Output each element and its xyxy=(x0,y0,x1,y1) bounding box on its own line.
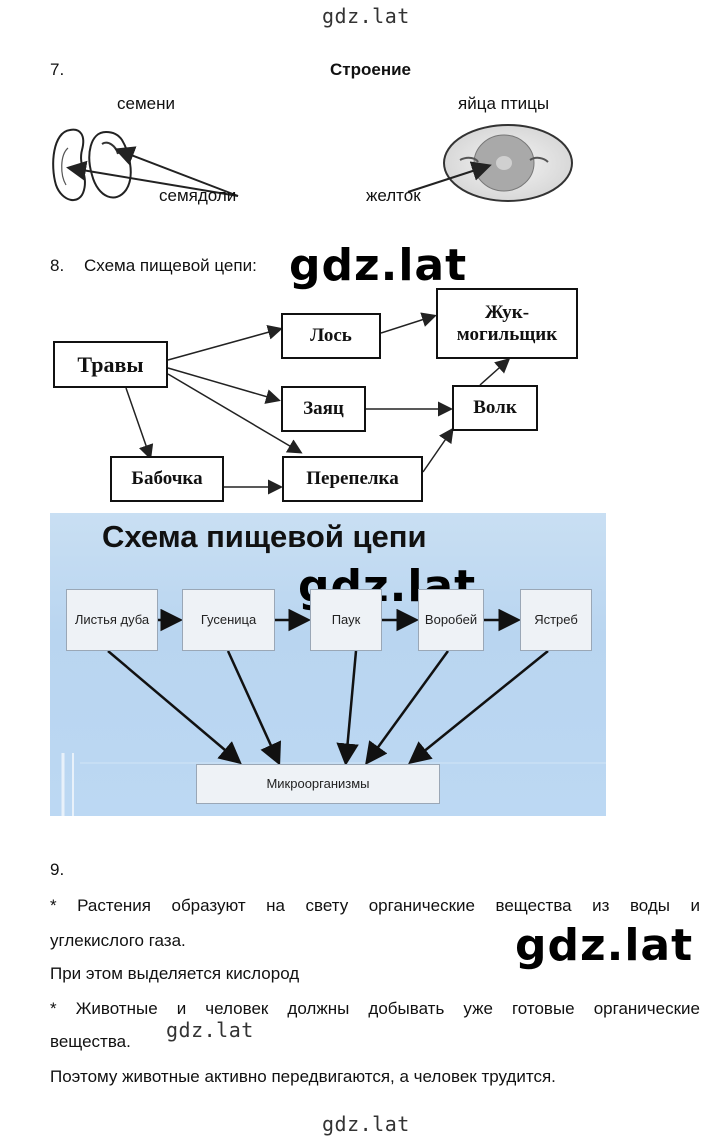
task8-heading: Схема пищевой цепи: xyxy=(84,256,257,275)
box-micro: Микроорганизмы xyxy=(196,764,440,804)
box-babochka: Бабочка xyxy=(110,456,224,502)
box-los: Лось xyxy=(281,313,381,359)
task9-line5: вещества. xyxy=(50,1032,131,1051)
box-volk: Волк xyxy=(452,385,538,431)
task8-number: 8. xyxy=(50,256,65,275)
cotyledons-label: семядоли xyxy=(159,186,237,205)
box-caterpillar: Гусеница xyxy=(182,589,275,651)
box-zhuk: Жук- могильщик xyxy=(436,288,578,359)
watermark-text-small: gdz.lat xyxy=(166,1018,254,1042)
food-chain-2-panel: Схема пищевой цепи gdz.lat Листья дуба Г… xyxy=(50,513,606,816)
box-sparrow: Воробей xyxy=(418,589,484,651)
watermark-bottom: gdz.lat xyxy=(322,1112,410,1136)
seed-label: семени xyxy=(117,94,175,113)
watermark-chain: gdz.lat xyxy=(289,240,468,291)
task9-line6: Поэтому животные активно передвигаются, … xyxy=(50,1067,556,1086)
box-travy: Травы xyxy=(53,341,168,388)
task9-line2: углекислого газа. xyxy=(50,931,186,950)
watermark-top: gdz.lat xyxy=(322,4,410,28)
egg-label: яйца птицы xyxy=(458,94,550,113)
box-hawk: Ястреб xyxy=(520,589,592,651)
food-chain-1-arrows xyxy=(125,312,511,495)
task9-number: 9. xyxy=(50,860,65,879)
box-spider: Паук xyxy=(310,589,382,651)
yolk-label: желток xyxy=(366,186,421,205)
box-leaves: Листья дуба xyxy=(66,589,158,651)
task7-title: Строение xyxy=(330,60,411,79)
food-chain-2-arrows xyxy=(61,608,606,816)
seed-icon xyxy=(52,128,132,201)
chain2-title: Схема пищевой цепи xyxy=(102,519,427,554)
task9-line3: При этом выделяется кислород xyxy=(50,964,300,983)
box-perepelka: Перепелка xyxy=(282,456,423,502)
structure-illustration xyxy=(52,124,573,202)
task7-number: 7. xyxy=(50,60,65,79)
task9-line4: * Животные и человек должны добывать уже… xyxy=(50,999,700,1018)
box-zayac: Заяц xyxy=(281,386,366,432)
watermark-text-big: gdz.lat xyxy=(515,920,694,971)
egg-icon xyxy=(443,124,573,202)
task9-line1: * Растения образуют на свету органически… xyxy=(50,896,700,915)
